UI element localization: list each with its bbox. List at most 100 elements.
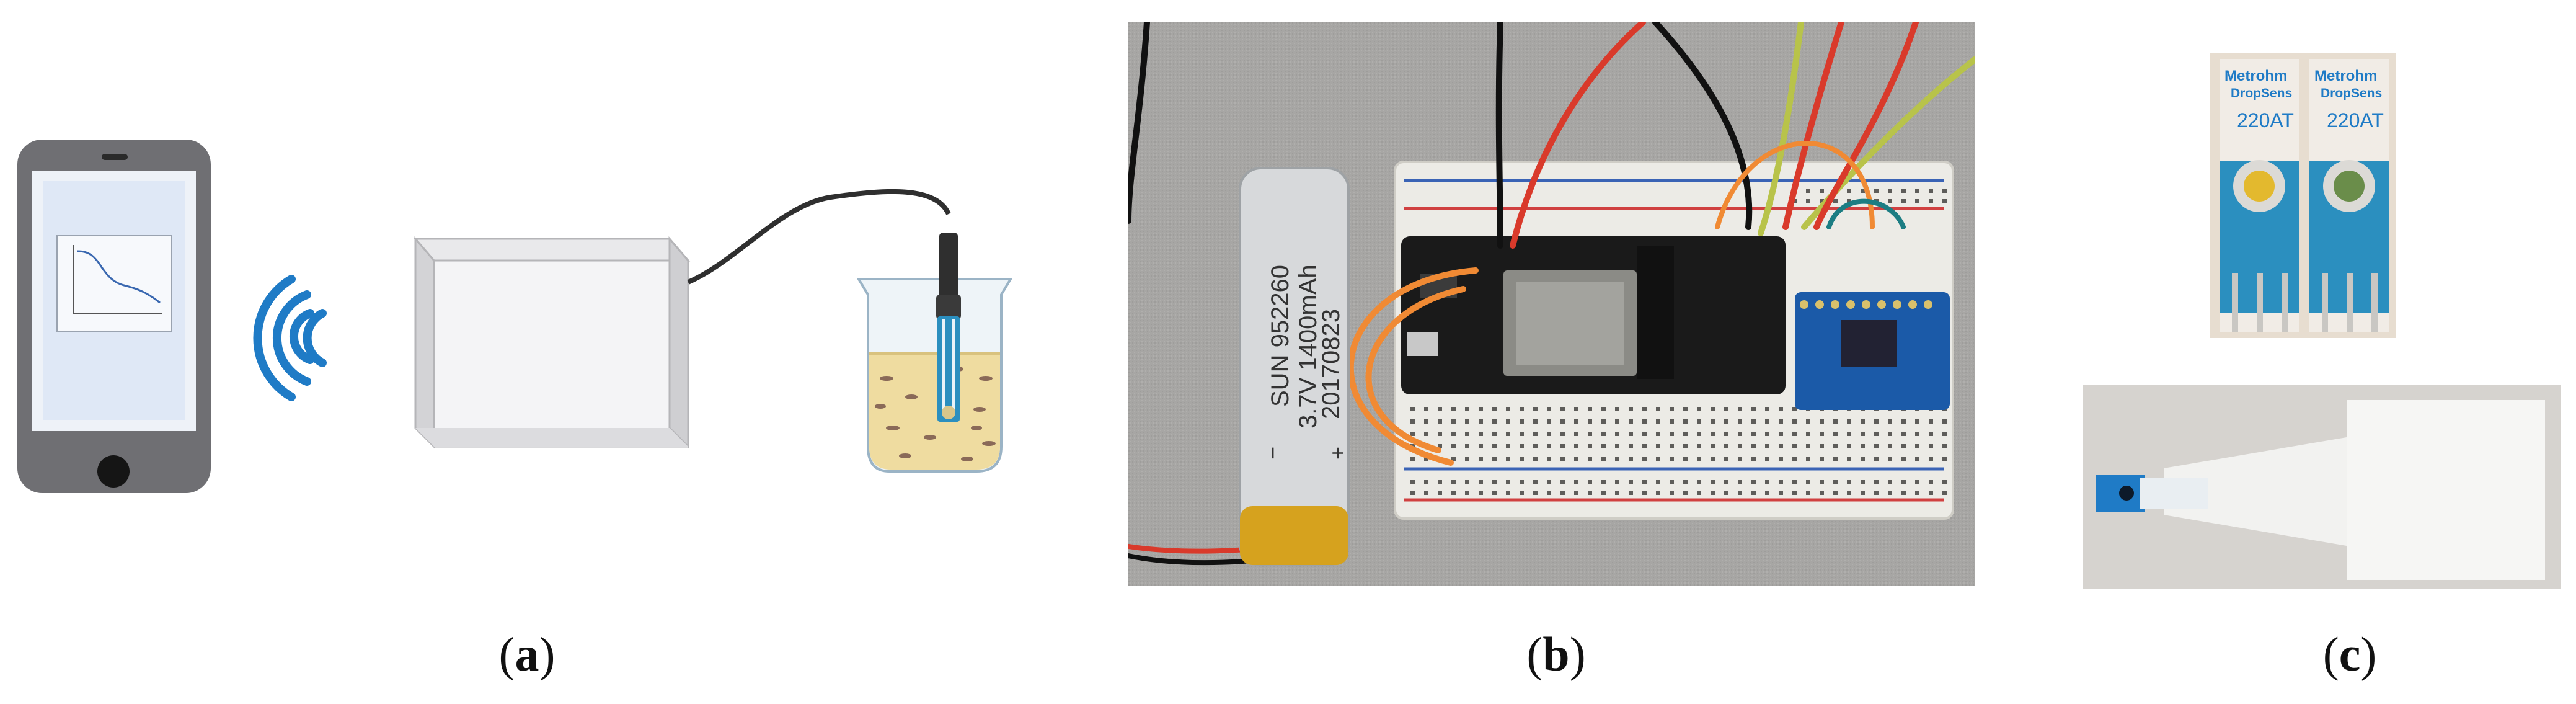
breadboard-hole: [1724, 480, 1728, 484]
breadboard-hole: [1779, 491, 1783, 495]
breadboard-hole: [1942, 491, 1947, 495]
breadboard-hole: [1451, 444, 1456, 448]
panel-c: Metrohm DropSens 220AT Metrohm DropSens …: [2071, 37, 2567, 595]
breadboard-hole: [1574, 457, 1578, 461]
breadboard-hole: [1547, 480, 1551, 484]
breadboard-hole: [1874, 491, 1879, 495]
breadboard-hole: [1901, 457, 1906, 461]
breadboard-hole: [1806, 199, 1810, 203]
breadboard-hole: [1642, 444, 1647, 448]
breadboard-hole: [1547, 419, 1551, 424]
breadboard-hole: [1424, 457, 1428, 461]
breadboard-hole: [1683, 480, 1688, 484]
breadboard-hole: [1424, 480, 1428, 484]
caption-b: (b): [1526, 627, 1586, 681]
beaker-icon: [856, 233, 1013, 473]
breadboard-hole: [1901, 480, 1906, 484]
breadboard-hole: [1833, 199, 1838, 203]
breadboard-hole: [1847, 189, 1851, 193]
breadboard-hole: [1465, 444, 1469, 448]
breadboard-hole: [1929, 480, 1933, 484]
breadboard-hole: [1820, 432, 1824, 436]
breadboard-hole: [1915, 444, 1919, 448]
breadboard-hole: [1697, 457, 1701, 461]
breadboard-hole: [1424, 419, 1428, 424]
breadboard-hole: [1601, 407, 1606, 411]
breadboard-hole: [1915, 189, 1919, 193]
breadboard-hole: [1806, 432, 1810, 436]
breadboard-hole: [1820, 480, 1824, 484]
breadboard-hole: [1560, 480, 1565, 484]
breadboard-hole: [1656, 480, 1660, 484]
caption-a: (a): [498, 627, 555, 681]
breadboard-hole: [1451, 491, 1456, 495]
breadboard-hole: [1779, 444, 1783, 448]
breadboard-hole: [1547, 457, 1551, 461]
breadboard-hole: [1560, 444, 1565, 448]
breadboard-hole: [1560, 457, 1565, 461]
breadboard-hole: [1670, 432, 1674, 436]
breadboard-hole: [1942, 457, 1947, 461]
breadboard-hole: [1833, 444, 1838, 448]
breadboard-hole: [1479, 491, 1483, 495]
breadboard-hole: [1451, 419, 1456, 424]
breadboard-hole: [1574, 432, 1578, 436]
breadboard-hole: [1656, 419, 1660, 424]
breadboard-hole: [1533, 407, 1538, 411]
breadboard-hole: [1520, 432, 1524, 436]
breadboard-hole: [1574, 407, 1578, 411]
battery-plus-label: +: [1325, 447, 1350, 460]
breadboard-hole: [1738, 491, 1742, 495]
breadboard-hole: [1779, 480, 1783, 484]
breadboard-hole: [1410, 491, 1415, 495]
microcontroller-board: [1401, 236, 1786, 394]
breadboard-hole: [1615, 407, 1619, 411]
breadboard-hole: [1874, 480, 1879, 484]
breadboard-hole: [1588, 480, 1592, 484]
breadboard-hole: [1629, 491, 1633, 495]
breadboard-hole: [1479, 444, 1483, 448]
breadboard-hole: [1711, 444, 1715, 448]
breadboard-hole: [1915, 432, 1919, 436]
breadboard-hole: [1765, 407, 1769, 411]
breadboard-hole: [1847, 444, 1851, 448]
breadboard-hole: [1601, 457, 1606, 461]
breadboard-hole: [1642, 432, 1647, 436]
paper-sensor-photo: [2083, 385, 2561, 589]
breadboard-hole: [1847, 457, 1851, 461]
breadboard-hole: [1451, 407, 1456, 411]
electrode-1-sub: DropSens: [2231, 86, 2292, 100]
breadboard-hole: [1601, 491, 1606, 495]
breadboard-hole: [1779, 407, 1783, 411]
breadboard-hole: [1465, 419, 1469, 424]
breadboard-hole: [1479, 457, 1483, 461]
breadboard-hole: [1506, 407, 1510, 411]
breadboard-hole: [1833, 491, 1838, 495]
breadboard-hole: [1506, 432, 1510, 436]
breadboard-hole: [1533, 457, 1538, 461]
breadboard-hole: [1424, 432, 1428, 436]
breadboard-hole: [1901, 444, 1906, 448]
breadboard-hole: [1438, 432, 1442, 436]
breadboard-hole: [1465, 432, 1469, 436]
breadboard-holes: [1410, 189, 1947, 495]
breadboard-hole: [1683, 444, 1688, 448]
breadboard-hole: [1642, 457, 1647, 461]
breadboard-hole: [1806, 419, 1810, 424]
breadboard-hole: [1601, 480, 1606, 484]
breadboard-hole: [1629, 419, 1633, 424]
breadboard-hole: [1492, 407, 1497, 411]
panel-a: [0, 0, 1054, 608]
electrode-2-model: 220AT: [2327, 109, 2384, 131]
breadboard-hole: [1451, 457, 1456, 461]
breadboard-hole: [1888, 199, 1892, 203]
breadboard-hole: [1424, 407, 1428, 411]
breadboard-hole: [1765, 419, 1769, 424]
breadboard-hole: [1465, 457, 1469, 461]
breadboard-hole: [1588, 419, 1592, 424]
breadboard-hole: [1438, 491, 1442, 495]
breadboard-hole: [1506, 480, 1510, 484]
breadboard-hole: [1479, 480, 1483, 484]
breadboard-hole: [1861, 480, 1865, 484]
breadboard-hole: [1615, 491, 1619, 495]
